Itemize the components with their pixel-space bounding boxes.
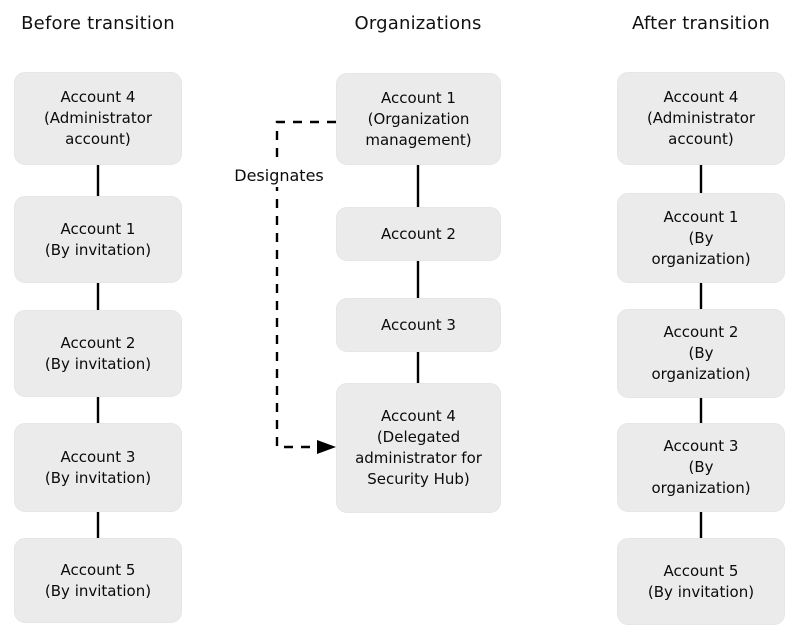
node-before-account-4: Account 4 (Administrator account) [14, 72, 182, 165]
column-title-before: Before transition [21, 13, 175, 34]
node-before-account-5: Account 5 (By invitation) [14, 538, 182, 623]
node-after-account-4: Account 4 (Administrator account) [617, 72, 785, 165]
designates-arrowhead-icon [317, 440, 336, 454]
node-org-account-1: Account 1 (Organization management) [336, 73, 501, 165]
node-after-account-3: Account 3 (By organization) [617, 423, 785, 512]
node-before-account-3: Account 3 (By invitation) [14, 423, 182, 512]
node-org-account-4-delegated-admin: Account 4 (Delegated administrator for S… [336, 383, 501, 513]
node-after-account-1: Account 1 (By organization) [617, 193, 785, 283]
designates-dashed-path [275, 120, 336, 449]
node-before-account-1: Account 1 (By invitation) [14, 196, 182, 283]
column-title-organizations: Organizations [354, 13, 482, 34]
node-after-account-5: Account 5 (By invitation) [617, 538, 785, 625]
node-before-account-2: Account 2 (By invitation) [14, 310, 182, 397]
node-after-account-2: Account 2 (By organization) [617, 309, 785, 398]
column-title-after: After transition [632, 13, 770, 34]
node-org-account-2: Account 2 [336, 207, 501, 261]
node-org-account-3: Account 3 [336, 298, 501, 352]
designates-label: Designates [224, 164, 334, 187]
